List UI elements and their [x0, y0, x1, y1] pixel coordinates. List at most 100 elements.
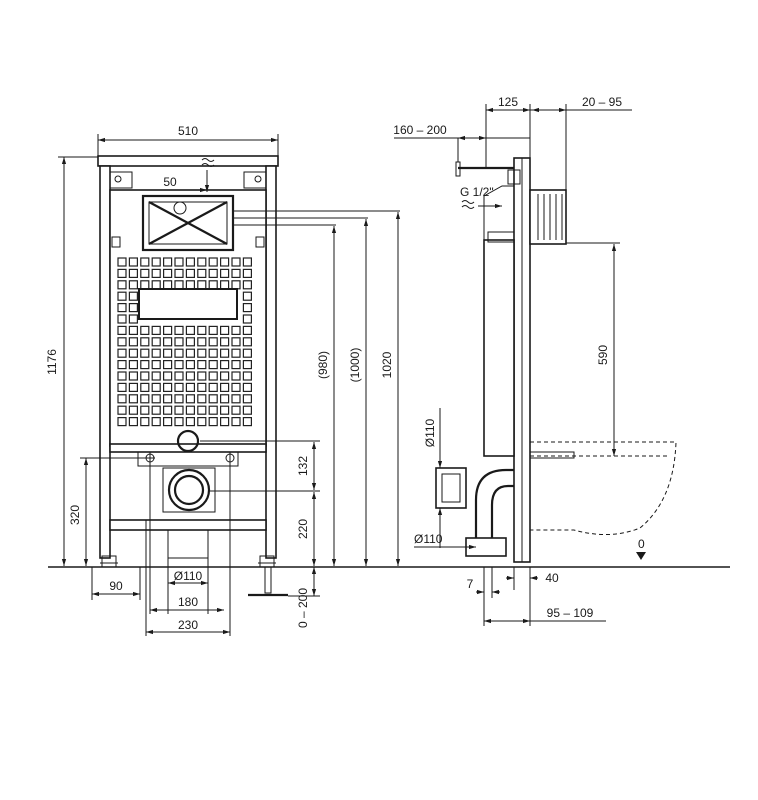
- grid-cell: [117, 325, 127, 335]
- grid-cell: [128, 417, 138, 427]
- valve-icon: [173, 201, 187, 215]
- grid-cell: [151, 325, 161, 335]
- grid-cell: [242, 394, 252, 404]
- grid-cell: [163, 371, 173, 381]
- grid-cell: [128, 382, 138, 392]
- grid-cell: [208, 417, 218, 427]
- grid-cell: [185, 394, 195, 404]
- side-dimensions: 125 20 – 95 160 – 200 G 1/2" 590 Ø110 Ø1…: [393, 95, 646, 626]
- grid-cell: [185, 257, 195, 267]
- grid-cell: [242, 360, 252, 370]
- clip-right: [255, 236, 265, 248]
- grid-cell: [151, 348, 161, 358]
- grid-cell: [242, 280, 252, 290]
- foot-extension: [264, 566, 272, 594]
- dim-1000: (1000): [348, 348, 362, 383]
- grid-cell: [242, 348, 252, 358]
- grid-cell: [231, 337, 241, 347]
- grid-cell: [128, 325, 138, 335]
- dim-height-1176: 1176: [45, 349, 59, 375]
- grid-cell: [174, 325, 184, 335]
- grid-cell: [185, 325, 195, 335]
- grid-cell: [174, 371, 184, 381]
- grid-cell: [117, 394, 127, 404]
- flush-plate-inner: [148, 201, 228, 245]
- grid-cell: [163, 405, 173, 415]
- stud-nut-icon: [225, 453, 235, 463]
- grid-cell: [140, 325, 150, 335]
- grid-cell: [151, 268, 161, 278]
- grid-cell: [117, 303, 127, 313]
- grid-cell: [128, 371, 138, 381]
- grid-cell: [151, 371, 161, 381]
- grid-cell: [231, 382, 241, 392]
- grid-cell: [242, 371, 252, 381]
- grid-cell: [117, 371, 127, 381]
- insulation-grid: [117, 257, 252, 427]
- grid-cell: [220, 371, 230, 381]
- drain-bend: [474, 468, 514, 540]
- grid-cell: [163, 257, 173, 267]
- grid-cell: [197, 417, 207, 427]
- grid-cell: [174, 360, 184, 370]
- grid-cell: [231, 360, 241, 370]
- grid-cell: [174, 268, 184, 278]
- flush-plate-cross-b: [148, 201, 228, 245]
- grid-cell: [140, 371, 150, 381]
- dim-diameter-110: Ø110: [174, 569, 203, 583]
- grid-cell: [128, 314, 138, 324]
- dim-980: (980): [316, 351, 330, 379]
- dim-180: 180: [178, 595, 198, 609]
- grid-cell: [220, 337, 230, 347]
- dim-diameter-110-upper: Ø110: [423, 418, 437, 447]
- grid-cell: [128, 348, 138, 358]
- grid-cell: [197, 394, 207, 404]
- frame-left-post: [99, 165, 111, 559]
- grid-cell: [185, 348, 195, 358]
- grid-cell: [174, 394, 184, 404]
- label-g-half-inch: G 1/2": [460, 185, 494, 199]
- grid-cell: [128, 394, 138, 404]
- grid-cell: [231, 325, 241, 335]
- grid-cell: [140, 268, 150, 278]
- grid-cell: [231, 417, 241, 427]
- grid-cell: [117, 314, 127, 324]
- grid-cell: [242, 405, 252, 415]
- grid-cell: [174, 337, 184, 347]
- grid-cell: [163, 337, 173, 347]
- grid-cell: [220, 348, 230, 358]
- grid-cell: [208, 325, 218, 335]
- grid-cell: [231, 257, 241, 267]
- grid-cell: [140, 257, 150, 267]
- grid-cell: [185, 405, 195, 415]
- side-view: [435, 157, 677, 563]
- grid-cell: [197, 371, 207, 381]
- dim-40: 40: [545, 571, 559, 585]
- grid-cell: [208, 394, 218, 404]
- dim-7: 7: [467, 577, 474, 591]
- dim-125: 125: [498, 95, 518, 109]
- grid-cell: [140, 417, 150, 427]
- dim-90: 90: [109, 579, 123, 593]
- dim-230: 230: [178, 618, 198, 632]
- grid-cell: [197, 405, 207, 415]
- bottom-crossbar: [109, 519, 267, 531]
- grid-cell: [163, 348, 173, 358]
- grid-cell: [117, 348, 127, 358]
- grid-cell: [208, 337, 218, 347]
- grid-cell: [151, 337, 161, 347]
- bolt-icon: [254, 175, 262, 183]
- grid-cell: [185, 382, 195, 392]
- grid-cell: [117, 417, 127, 427]
- frame-top-rail: [97, 155, 279, 167]
- grid-cell: [242, 325, 252, 335]
- front-dimensions: 510 50 1176 (980) (1000) 1020 320 132 22…: [45, 124, 401, 636]
- grid-cell: [220, 257, 230, 267]
- grid-cell: [151, 417, 161, 427]
- grid-cell: [151, 382, 161, 392]
- grid-cell: [163, 325, 173, 335]
- flush-plate-opening: [141, 194, 235, 252]
- dim-95-109: 95 – 109: [547, 606, 594, 620]
- grid-cell: [208, 257, 218, 267]
